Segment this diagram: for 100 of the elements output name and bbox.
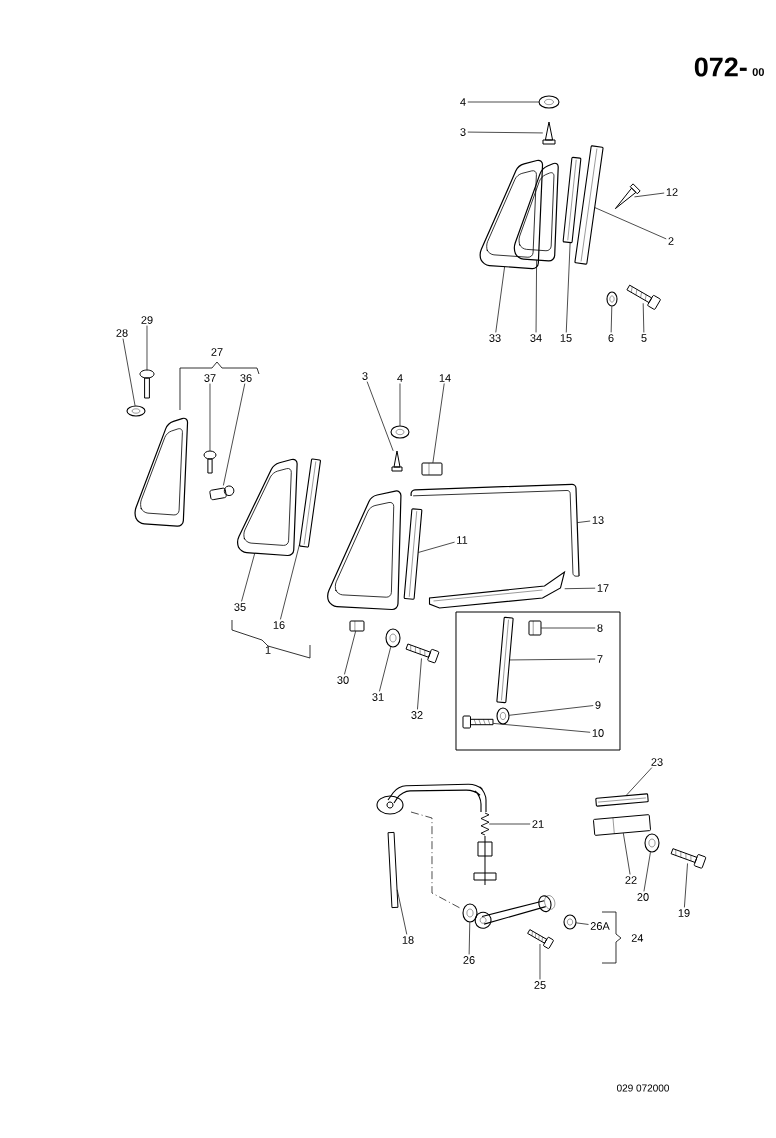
callout-number: 21 (532, 820, 544, 828)
callout-number: 3 (460, 128, 466, 136)
washer (126, 405, 146, 417)
callout-number: 4 (397, 374, 403, 382)
callout-number: 31 (372, 693, 384, 701)
window-crank (474, 895, 556, 929)
bolt (527, 929, 554, 949)
window-frame (327, 490, 402, 611)
knob (203, 450, 217, 474)
leader-line (209, 383, 211, 452)
callout-number: 8 (597, 624, 603, 632)
clip (528, 620, 542, 636)
leader-line (508, 705, 594, 716)
leader-line (417, 658, 422, 710)
washer (390, 425, 410, 439)
leader-line (280, 544, 300, 620)
leader-line (396, 889, 408, 935)
clip (593, 814, 651, 836)
leader-line (488, 823, 531, 825)
leader-line (540, 627, 596, 629)
window-channel (410, 483, 580, 577)
sheet-number: 00 (752, 68, 764, 76)
leader-line (468, 921, 471, 955)
callout-number: 14 (439, 374, 451, 382)
leader-line (344, 630, 356, 675)
leader-line (625, 767, 653, 796)
screw (391, 450, 403, 472)
washer (644, 833, 660, 853)
callout-number: 10 (592, 729, 604, 737)
leader-line (241, 553, 256, 602)
callout-number: 35 (234, 603, 246, 611)
leader-line (634, 192, 665, 198)
bolt (670, 848, 707, 869)
knob (139, 369, 155, 399)
group-number: 1 (265, 646, 271, 654)
callout-number: 12 (666, 188, 678, 196)
callout-number: 4 (460, 98, 466, 106)
callout-number: 34 (530, 334, 542, 342)
callout-number: 9 (595, 701, 601, 709)
bolt (626, 284, 661, 310)
leader-line (575, 922, 589, 925)
callout-number: 36 (240, 374, 252, 382)
hinge (209, 485, 235, 501)
leader-line (564, 587, 596, 590)
sheet-number: 072- (694, 57, 747, 77)
washer (538, 95, 560, 109)
callout-number: 22 (625, 876, 637, 884)
leader-line (223, 383, 246, 486)
group-number: 27 (211, 348, 223, 356)
seal-strip (595, 793, 649, 807)
screw (614, 183, 641, 210)
window-frame (479, 159, 544, 270)
washer (563, 914, 577, 930)
leader-line (146, 325, 148, 371)
callout-number: 37 (204, 374, 216, 382)
leader-line (610, 305, 613, 333)
leader-line (565, 242, 571, 333)
seal-strip (299, 458, 321, 548)
leader-line (467, 131, 544, 134)
callout-number: 26A (590, 922, 610, 930)
leader-line (467, 101, 540, 103)
rod (387, 831, 399, 909)
leader-line (399, 383, 401, 427)
leader-line (418, 541, 455, 553)
leader-line (122, 338, 136, 407)
leader-line (594, 207, 667, 240)
callout-number: 6 (608, 334, 614, 342)
leader-line (432, 383, 445, 464)
callout-number: 16 (273, 621, 285, 629)
seal-strip (403, 508, 423, 600)
leader-line (622, 832, 631, 875)
callout-number: 25 (534, 981, 546, 989)
group-number: 24 (631, 934, 644, 942)
leader-line (495, 266, 505, 333)
callout-number: 32 (411, 711, 423, 719)
leader-line (643, 851, 651, 892)
drawing-number: 029 072000 (616, 1084, 669, 1092)
leader-line (366, 381, 394, 452)
leader-line (509, 658, 596, 661)
callout-number: 15 (560, 334, 572, 342)
callout-number: 3 (362, 372, 368, 380)
bolt (462, 715, 494, 729)
clip (421, 462, 443, 476)
callout-number: 20 (637, 893, 649, 901)
leader-line (539, 943, 541, 980)
callout-number: 5 (641, 334, 647, 342)
washer (385, 628, 401, 648)
washer (462, 903, 478, 923)
clip (349, 620, 365, 632)
washer (606, 291, 618, 307)
callout-number: 13 (592, 516, 604, 524)
inset-frame (455, 611, 621, 751)
leader-line (379, 646, 391, 692)
leader-line (684, 863, 688, 908)
leader-line (642, 302, 645, 333)
leader-line (577, 520, 591, 523)
window-frame (134, 417, 189, 527)
callout-number: 33 (489, 334, 501, 342)
callout-number: 30 (337, 676, 349, 684)
seal-strip (496, 616, 514, 704)
